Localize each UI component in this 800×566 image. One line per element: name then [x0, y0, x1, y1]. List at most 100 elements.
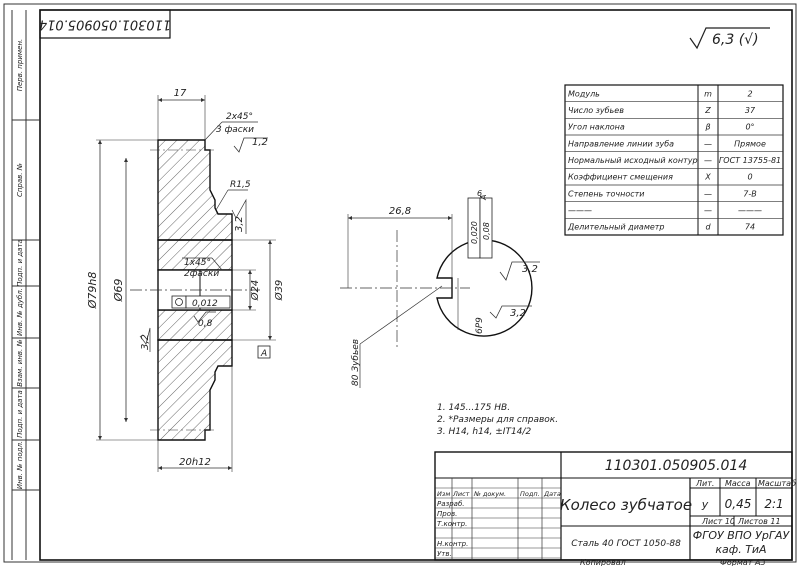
keyway-label: 6Р9 — [475, 317, 485, 334]
param-value: Прямое — [734, 139, 766, 148]
keyway-tol-2: 0,08 — [482, 222, 491, 240]
param-symbol: d — [705, 223, 711, 232]
title-scale: 2:1 — [764, 497, 783, 511]
copied-label: Копировал — [580, 558, 626, 566]
title-material: Сталь 40 ГОСТ 1050-88 — [571, 539, 681, 549]
param-symbol: — — [704, 156, 712, 165]
note-3: 3. Н14, h14, ±IT14/2 — [437, 427, 531, 437]
keyway-datum-a: A — [479, 195, 488, 201]
dim-bore-chamfers: 2фаски — [184, 269, 219, 279]
title-lit-header: Лит. — [695, 479, 714, 488]
dim-radius: R1,5 — [230, 180, 251, 190]
param-symbol: — — [704, 206, 712, 215]
roughness-3-2-lower: 3,2 — [140, 334, 151, 350]
param-name: ——— — [568, 206, 592, 215]
side-label: Подп. и дата — [16, 390, 24, 438]
param-value: 0 — [747, 173, 752, 182]
keyway-outline — [436, 239, 533, 337]
param-symbol: X — [704, 173, 711, 182]
title-sheet: Лист 10 — [701, 517, 735, 526]
title-org-2: каф. ТиА — [715, 543, 766, 556]
keyway-width: 26,8 — [389, 206, 411, 217]
param-name: Число зубьев — [568, 106, 624, 115]
tolerance-value: 0,012 — [192, 299, 218, 309]
title-org-1: ФГОУ ВПО УрГАУ — [693, 529, 791, 542]
keyway-tol-1: 0,020 — [470, 221, 479, 244]
side-label: Взам. инв. № — [16, 339, 24, 387]
side-label: Инв. № дубл. — [16, 288, 24, 336]
title-lit: у — [701, 498, 709, 511]
title-role: Разраб. — [437, 500, 465, 508]
notes: 1. 145...175 НВ. 2. *Размеры для справок… — [437, 403, 558, 437]
param-name: Коэффициент смещения — [568, 173, 673, 182]
param-symbol: β — [704, 123, 710, 132]
title-role: Н.контр. — [437, 540, 468, 548]
title-grid-header: Лист — [452, 490, 470, 498]
title-grid-header: Дата — [543, 490, 561, 498]
note-1: 1. 145...175 НВ. — [437, 403, 510, 413]
top-stamp: 110301.050905.014 — [39, 9, 171, 39]
param-name: Степень точности — [568, 189, 644, 198]
dim-hub2-diameter: Ø39 — [273, 280, 285, 302]
gear-dimensions: Ø79h8 Ø69 17 2х45° 3 фаски 1,2 R1,5 3,2 … — [86, 88, 285, 472]
param-name: Направление линии зуба — [568, 139, 674, 148]
title-role: Т.контр. — [437, 520, 467, 528]
param-value: ——— — [738, 206, 762, 215]
gear-section-view — [130, 139, 260, 441]
dim-outer-diameter: Ø79h8 — [86, 272, 99, 310]
param-value: 2 — [747, 89, 752, 98]
param-name: Нормальный исходный контур — [568, 156, 698, 165]
note-2: 2. *Размеры для справок. — [437, 415, 558, 425]
title-name: Колесо зубчатое — [560, 496, 692, 514]
gear-rim-lower — [157, 339, 233, 441]
param-symbol: — — [704, 189, 712, 198]
keyway-view: 26,8 0,020 0,08 A 6 3,2 3,2 6Р9 80 Зубье… — [340, 189, 540, 388]
dim-hub-diameter: Ø69 — [112, 279, 125, 303]
param-symbol: Z — [704, 106, 711, 115]
param-symbol: — — [704, 139, 712, 148]
title-scale-header: Масштаб — [758, 479, 796, 488]
title-mass: 0,45 — [725, 497, 752, 511]
title-role: Пров. — [437, 510, 457, 518]
param-value: 74 — [745, 223, 755, 232]
inner-frame — [39, 9, 793, 561]
roughness-1-2: 1,2 — [252, 137, 268, 148]
roughness-mark: 6,3 (√) — [689, 27, 770, 50]
keyway-roughness-1: 3,2 — [522, 264, 538, 275]
outer-frame — [3, 3, 797, 563]
roughness-0-8: 0,8 — [198, 319, 213, 329]
datum-a: A — [260, 349, 267, 359]
title-mass-header: Масса — [725, 479, 751, 488]
teeth-count-label: 80 Зубьев — [351, 339, 361, 386]
title-code: 110301.050905.014 — [605, 458, 748, 474]
format-label: Формат А3 — [720, 558, 766, 566]
param-value: 37 — [745, 106, 756, 115]
title-role: Утв. — [437, 550, 452, 558]
param-value: 7-B — [743, 189, 756, 198]
top-stamp-code: 110301.050905.014 — [39, 17, 171, 32]
dim-bore-diameter: Ø24 — [249, 280, 261, 302]
dim-chamfers-count: 3 фаски — [216, 125, 254, 135]
title-grid-header: № докум. — [473, 490, 506, 498]
side-strip — [11, 10, 40, 560]
param-value: ГОСТ 13755-81 — [719, 156, 781, 165]
param-value: 0° — [745, 123, 754, 132]
roughness-text: 6,3 (√) — [712, 32, 759, 48]
keyway-num: 6 — [477, 189, 482, 198]
dim-bore-chamfer: 1х45° — [184, 258, 211, 268]
side-label: Справ. № — [16, 163, 24, 197]
gear-hub-lower — [157, 309, 233, 341]
param-name: Модуль — [568, 89, 600, 98]
param-symbol: m — [704, 89, 712, 98]
dim-chamfer: 2х45° — [226, 112, 253, 122]
side-label: Перв. примен. — [16, 39, 24, 92]
title-grid-header: Изм — [437, 490, 450, 498]
dim-top-17: 17 — [174, 88, 187, 99]
title-sheets: Листов 11 — [737, 517, 781, 526]
side-label: Инв. № подл. — [16, 441, 24, 489]
roughness-3-2-upper: 3,2 — [234, 216, 245, 232]
keyway-roughness-2: 3,2 — [510, 308, 526, 319]
